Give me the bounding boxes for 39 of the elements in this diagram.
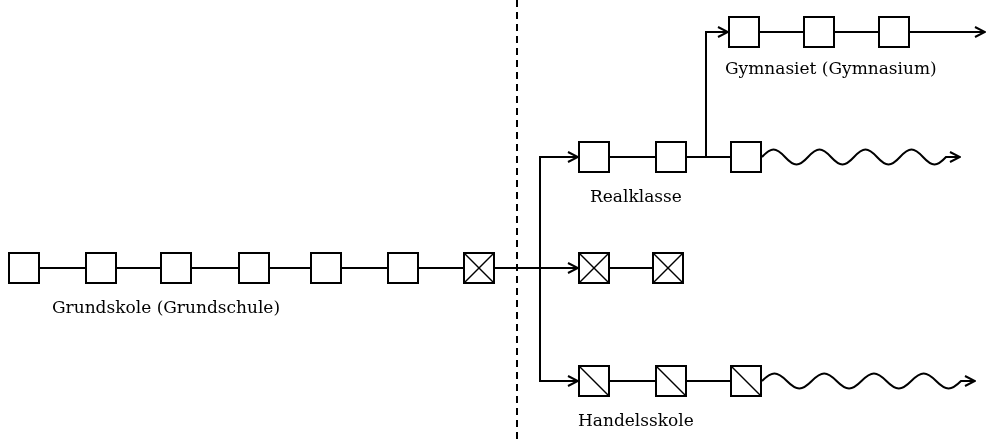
connector-line	[686, 380, 731, 382]
square	[655, 141, 687, 173]
arrow	[686, 26, 729, 158]
diagonal-square	[730, 365, 762, 397]
wavy-arrow	[761, 372, 976, 390]
crossed-square	[652, 252, 684, 284]
square	[160, 252, 192, 284]
school-label: Realklasse	[590, 186, 682, 206]
wavy-arrow	[761, 148, 961, 166]
connector-line	[39, 267, 86, 269]
square	[310, 252, 342, 284]
connector-line	[418, 267, 464, 269]
connector-line	[191, 267, 239, 269]
crossed-square	[463, 252, 495, 284]
square	[578, 141, 610, 173]
connector-line	[609, 380, 656, 382]
square	[878, 16, 910, 48]
connector-line	[609, 156, 656, 158]
connector-line	[341, 267, 388, 269]
connector-line	[269, 267, 311, 269]
square	[238, 252, 270, 284]
school-label: Handelsskole	[578, 410, 694, 430]
square	[803, 16, 835, 48]
school-label: Grundskole (Grundschule)	[52, 297, 281, 317]
diagonal-square	[655, 365, 687, 397]
crossed-square	[578, 252, 610, 284]
arrow	[494, 267, 579, 387]
square	[85, 252, 117, 284]
school-label: Gymnasiet (Gymnasium)	[725, 58, 937, 78]
arrow	[909, 26, 986, 38]
connector-line	[116, 267, 161, 269]
square	[387, 252, 419, 284]
connector-line	[834, 31, 879, 33]
square	[8, 252, 40, 284]
diagonal-square	[578, 365, 610, 397]
connector-line	[759, 31, 804, 33]
connector-line	[609, 267, 653, 269]
square	[730, 141, 762, 173]
square	[728, 16, 760, 48]
